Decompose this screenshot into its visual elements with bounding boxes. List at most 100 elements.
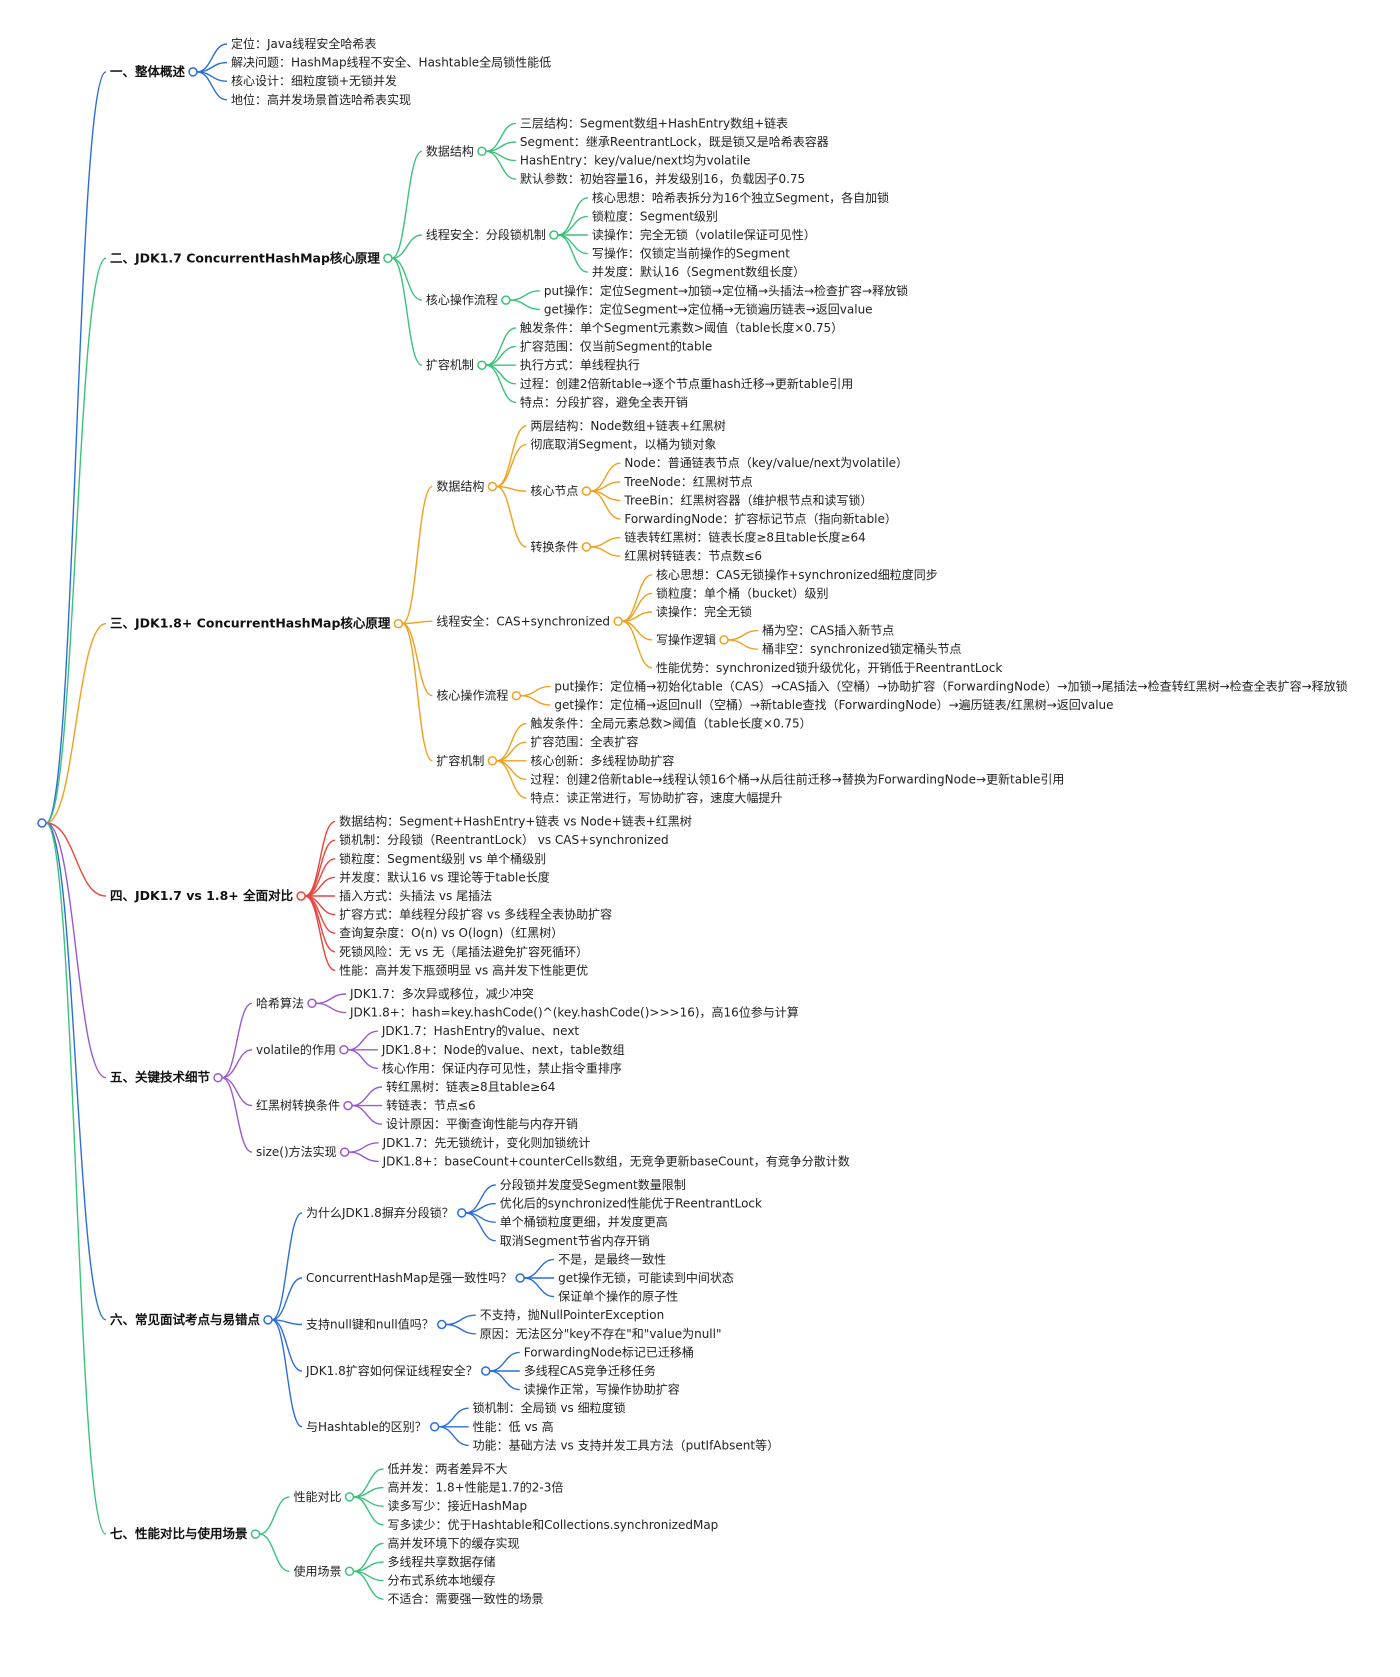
edge-branch [485, 364, 516, 385]
edge-section [45, 257, 107, 824]
leaf-label: 并发度：默认16（Segment数组长度） [592, 264, 805, 279]
branch-node[interactable] [515, 1273, 525, 1283]
section-node[interactable] [296, 891, 306, 901]
leaf-label: 扩容范围：仅当前Segment的table [520, 339, 712, 354]
section-node[interactable] [263, 1315, 273, 1325]
edge-branch [402, 620, 433, 625]
leaf-label: 核心思想：哈希表拆分为16个独立Segment，各自加锁 [592, 190, 889, 205]
root-node[interactable] [37, 818, 47, 828]
branch-node[interactable] [344, 1492, 355, 1502]
branch-label: 支持null键和null值吗？ [306, 1317, 434, 1332]
leaf-label: 锁粒度：Segment级别 vs 单个桶级别 [339, 851, 546, 866]
branch-node[interactable] [339, 1147, 350, 1157]
edge-branch [557, 234, 588, 255]
branch-node[interactable] [339, 1045, 349, 1055]
branch-label: 数据结构 [436, 478, 484, 493]
edge-branch [520, 685, 551, 697]
branch-label: ConcurrentHashMap是强一致性吗？ [306, 1271, 512, 1285]
edge-section [45, 822, 107, 1535]
leaf-label: 数据结构：Segment+HashEntry+链表 vs Node+链表+红黑树 [339, 814, 692, 829]
edge-branch [347, 1049, 378, 1070]
branch-node[interactable] [477, 146, 487, 157]
leaf-label: 核心创新：多线程协助扩容 [530, 753, 674, 768]
branch-node[interactable] [501, 295, 511, 305]
leaf-label: 两层结构：Node数组+链表+红黑树 [530, 418, 725, 433]
leaf-label: ForwardingNode标记已迁移桶 [524, 1344, 694, 1359]
edge-branch [485, 150, 517, 180]
branch-label: 红黑树转换条件 [256, 1098, 340, 1113]
branch-node[interactable] [581, 542, 592, 552]
branch-node[interactable] [511, 690, 522, 701]
section-node[interactable] [213, 1072, 223, 1083]
leaf-label: 扩容方式：单线程分段扩容 vs 多线程全表协助扩容 [339, 907, 612, 922]
branch-node[interactable] [719, 635, 729, 645]
branch-node[interactable] [613, 616, 623, 627]
edge-section [45, 822, 107, 1321]
edge-branch [304, 895, 336, 972]
leaf-label: 特点：分段扩容，避免全表开销 [520, 394, 688, 409]
section-node[interactable] [393, 618, 404, 629]
leaf-label: 写操作：仅锁定当前操作的Segment [592, 246, 790, 261]
branch-node[interactable] [437, 1319, 447, 1330]
branch-node[interactable] [344, 1566, 355, 1577]
leaf-label: 转红黑树：链表≥8且table≥64 [386, 1079, 555, 1094]
leaf-label: put操作：定位桶→初始化table（CAS）→CAS插入（空桶）→协助扩容（F… [554, 678, 1347, 693]
leaf-label: 地位：高并发场景首选哈希表实现 [231, 92, 411, 107]
branch-node[interactable] [343, 1100, 353, 1111]
branch-node[interactable] [487, 756, 498, 766]
branch-node[interactable] [477, 360, 487, 370]
edge-branch [271, 1319, 303, 1428]
edge-branch [221, 1077, 253, 1107]
branch-node[interactable] [429, 1422, 440, 1432]
edge-branch [728, 639, 759, 650]
leaf-label: ForwardingNode：扩容标记节点（指向新table） [624, 511, 897, 526]
edge-branch [485, 364, 517, 404]
leaf-label: JDK1.7：HashEntry的value、next [381, 1023, 580, 1038]
leaf-label: 优化后的synchronized性能优于ReentrantLock [500, 1196, 762, 1211]
section-node[interactable] [188, 67, 198, 77]
branch-node[interactable] [581, 486, 592, 496]
leaf-label: TreeBin：红黑树容器（维护根节点和读写锁） [623, 492, 872, 507]
leaf-label: 原因：无法区分"key不存在"和"value为null" [480, 1327, 722, 1341]
branch-label: 扩容机制 [426, 357, 474, 372]
edge-branch [590, 490, 621, 520]
edge-section [45, 71, 107, 824]
branch-node[interactable] [487, 481, 498, 492]
leaf-label: 触发条件：单个Segment元素数>阈值（table长度×0.75） [520, 320, 843, 335]
leaf-label: 执行方式：单线程执行 [520, 357, 640, 372]
branch-label: 哈希算法 [256, 995, 304, 1010]
edge-branch [590, 536, 621, 548]
branch-node[interactable] [549, 230, 559, 240]
edge-branch [509, 299, 540, 311]
leaf-label: 高并发：1.8+性能是1.7的2-3倍 [388, 1480, 564, 1495]
branch-label: volatile的作用 [256, 1042, 336, 1057]
leaf-label: 多线程共享数据存储 [388, 1554, 496, 1569]
leaf-label: 读操作：完全无锁（volatile保证可见性） [592, 227, 816, 242]
section-node[interactable] [383, 253, 393, 263]
branch-label: JDK1.8扩容如何保证线程安全？ [305, 1363, 478, 1378]
edge-branch [391, 257, 423, 366]
edge-branch [348, 1142, 379, 1153]
leaf-label: 过程：创建2倍新table→线程认领16个桶→从后往前迁移→替换为Forward… [530, 771, 1064, 786]
edge-branch [496, 741, 527, 762]
leaf-label: 取消Segment节省内存开销 [500, 1234, 650, 1248]
edge-branch [621, 620, 653, 641]
edge-branch [520, 695, 551, 706]
edge-branch [391, 150, 423, 259]
edge-branch [496, 485, 527, 492]
leaf-label: 桶非空：synchronized锁定桶头节点 [762, 641, 961, 656]
edge-branch [496, 425, 527, 488]
branch-node[interactable] [456, 1208, 467, 1218]
edge-branch [496, 485, 527, 548]
leaf-label: 锁粒度：单个桶（bucket）级别 [656, 585, 828, 600]
branch-node[interactable] [480, 1366, 491, 1376]
branch-node[interactable] [307, 998, 317, 1009]
leaf-label: 插入方式：头插法 vs 尾插法 [339, 888, 492, 903]
section-node[interactable] [250, 1529, 261, 1539]
leaf-label: 分布式系统本地缓存 [388, 1574, 496, 1588]
edge-branch [524, 1258, 555, 1279]
leaf-label: 查询复杂度：O(n) vs O(logn)（红黑树） [339, 925, 563, 940]
leaf-label: 性能优势：synchronized锁升级优化，开销低于ReentrantLock [656, 660, 1002, 675]
branch-label: 线程安全：CAS+synchronized [436, 613, 610, 628]
